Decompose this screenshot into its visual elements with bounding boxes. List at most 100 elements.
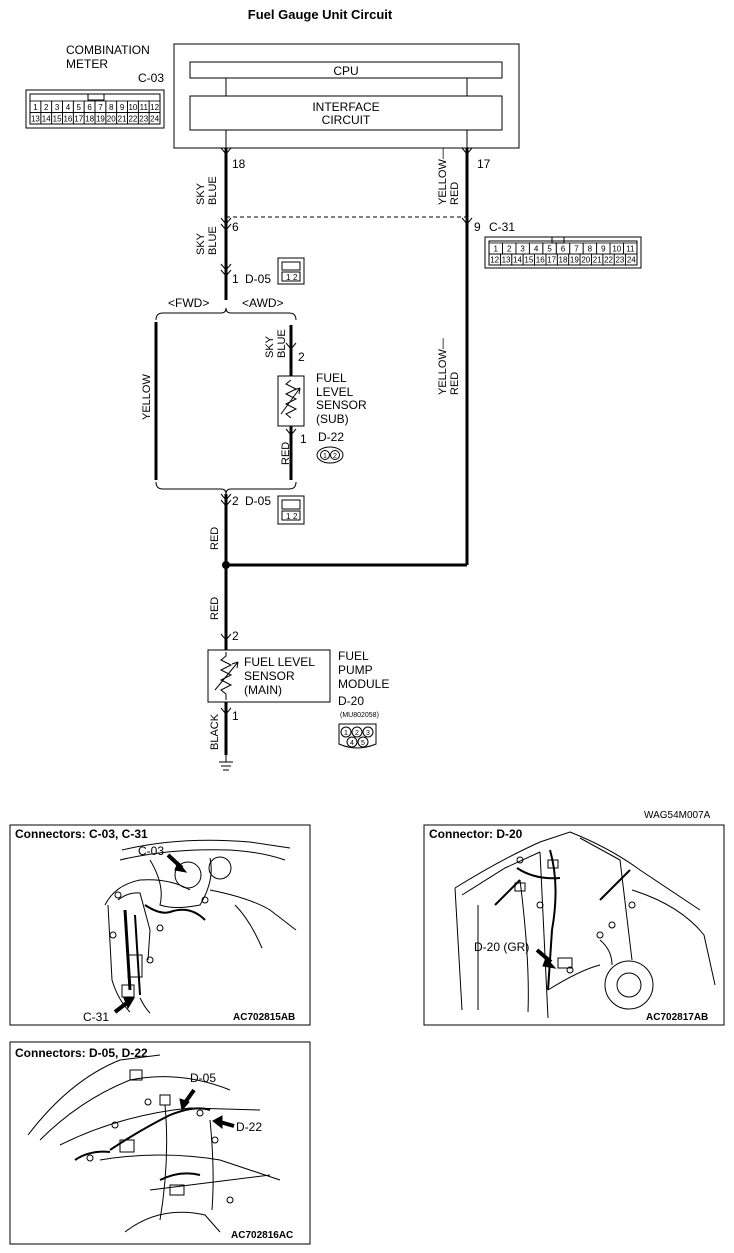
callout-c03: C-03 xyxy=(138,844,164,858)
wire-label-yellow-1: YELLOW— xyxy=(437,148,449,205)
c31-pin-number: 23 xyxy=(615,256,624,265)
wire-label-blue-awd: BLUE xyxy=(276,329,288,358)
pump-module-line2: PUMP xyxy=(338,663,373,677)
c03-pin-number: 19 xyxy=(96,115,105,124)
arrow-head-icon-d05 xyxy=(179,1098,190,1112)
meter-name-line1: COMBINATION xyxy=(66,43,150,57)
c31-pin-number: 15 xyxy=(524,256,533,265)
variant-fwd-label: <FWD> xyxy=(168,296,209,310)
c03-pin-number: 15 xyxy=(53,115,62,124)
panel1-code: AC702815AB xyxy=(233,1012,295,1023)
doc-code: WAG54M007A xyxy=(644,810,711,821)
c31-pin-cell xyxy=(625,253,638,266)
arrow-head-icon-c31 xyxy=(123,997,135,1010)
c31-pin-number: 14 xyxy=(513,256,522,265)
c31-pin-number: 24 xyxy=(627,256,636,265)
c03-pin-number: 5 xyxy=(77,103,82,112)
wire-yellow-red xyxy=(461,147,473,565)
c31-pin-number: 18 xyxy=(559,256,568,265)
pin-1-sub: 1 xyxy=(300,432,307,446)
ground-icon xyxy=(219,755,233,771)
sensor-sub-line1: FUEL xyxy=(316,371,347,385)
c03-pin-number: 23 xyxy=(139,115,148,124)
pin-2-main: 2 xyxy=(232,629,239,643)
d05-label-lower: D-05 xyxy=(245,494,271,508)
callout-d05: D-05 xyxy=(190,1071,216,1085)
wire-label-yellow-fwd: YELLOW xyxy=(141,374,153,420)
variant-awd-label: <AWD> xyxy=(242,296,284,310)
panel2-title: Connector: D-20 xyxy=(429,827,523,841)
interface-circuit-box xyxy=(189,95,503,131)
c31-pin-number: 4 xyxy=(534,245,539,254)
panel-connector-d20: Connector: D-20 AC702817AB xyxy=(423,824,725,1026)
dashboard-illustration xyxy=(104,839,297,1014)
fuel-pump-module-box xyxy=(207,649,331,703)
c31-pin-number: 11 xyxy=(626,245,635,254)
c31-pin-number: 3 xyxy=(520,245,525,254)
page-title: Fuel Gauge Unit Circuit xyxy=(248,7,393,22)
pump-module-line3: MODULE xyxy=(338,677,389,691)
arrow-head-icon-d22 xyxy=(212,1115,223,1130)
wire-label-red-3-lower: RED xyxy=(209,597,221,620)
pin-2-sub: 2 xyxy=(298,350,305,364)
panel-connectors-d05-d22: Connectors: D-05, D-22 AC702816AC D xyxy=(9,1041,311,1245)
d05-connector-face-lower: 1 2 xyxy=(277,495,305,525)
panel3-code: AC702816AC xyxy=(231,1230,293,1241)
c03-pin-number: 20 xyxy=(107,115,116,124)
wire-label-sky-awd: SKY xyxy=(264,335,276,358)
meter-name-line2: METER xyxy=(66,57,108,71)
c03-pin-number: 10 xyxy=(128,103,137,112)
wire-label-red-2-lower: RED xyxy=(209,527,221,550)
c03-pin-cell xyxy=(148,112,161,125)
pin-2-d05: 2 xyxy=(232,494,239,508)
wire-label-red-1: RED xyxy=(449,182,461,205)
c31-pin-number: 2 xyxy=(507,245,512,254)
meter-connector-label: C-03 xyxy=(138,71,164,85)
svg-text:3: 3 xyxy=(366,730,370,737)
c03-pin-number: 2 xyxy=(44,103,49,112)
c31-label: C-31 xyxy=(489,220,515,234)
pin-1-main: 1 xyxy=(232,709,239,723)
c03-pin-number: 3 xyxy=(55,103,60,112)
wire-label-yellow-2: YELLOW— xyxy=(437,338,449,395)
svg-text:5: 5 xyxy=(361,740,365,747)
d05-connector-face-upper: 1 2 xyxy=(277,257,305,285)
pin-6: 6 xyxy=(232,220,239,234)
c03-pin-number: 14 xyxy=(42,115,51,124)
d05-label-upper: D-05 xyxy=(245,272,271,286)
c03-pin-number: 9 xyxy=(120,103,125,112)
cpu-box xyxy=(189,61,503,79)
svg-text:1: 1 xyxy=(344,730,348,737)
c31-pin-number: 5 xyxy=(547,245,552,254)
c31-pin-number: 12 xyxy=(490,256,499,265)
d20-connector-face: 1 2 3 4 5 xyxy=(338,723,377,749)
callout-d20: D-20 (GR) xyxy=(474,940,529,954)
c03-pin-number: 16 xyxy=(63,115,72,124)
c03-pin-number: 12 xyxy=(150,103,159,112)
panel2-code: AC702817AB xyxy=(646,1012,708,1023)
svg-text:2: 2 xyxy=(293,512,298,521)
fuel-level-sensor-sub xyxy=(277,375,305,427)
c31-pin-number: 6 xyxy=(561,245,566,254)
sensor-main-line2: SENSOR xyxy=(244,669,295,683)
variant-bracket-top xyxy=(155,307,297,321)
pin-18: 18 xyxy=(232,157,246,171)
svg-text:2: 2 xyxy=(333,453,337,460)
c31-pin-number: 21 xyxy=(593,256,602,265)
variant-bracket-bottom xyxy=(155,481,297,495)
svg-text:2: 2 xyxy=(355,730,359,737)
meter-box xyxy=(173,43,520,149)
c31-pin-number: 13 xyxy=(502,256,511,265)
c31-pin-number: 22 xyxy=(604,256,613,265)
d20-part-number: (MU802058) xyxy=(340,712,379,719)
arrow-head-icon-c03 xyxy=(174,861,188,873)
c03-pin-number: 6 xyxy=(87,103,92,112)
interface-label-line1: INTERFACE xyxy=(312,100,379,114)
c03-pin-number: 8 xyxy=(109,103,114,112)
c03-pin-number: 4 xyxy=(66,103,71,112)
c03-pin-number: 18 xyxy=(85,115,94,124)
interface-label-line2: CIRCUIT xyxy=(322,113,371,127)
c03-pin-number: 13 xyxy=(31,115,40,124)
wire-label-red-2: RED xyxy=(449,372,461,395)
c03-pin-number: 7 xyxy=(98,103,103,112)
